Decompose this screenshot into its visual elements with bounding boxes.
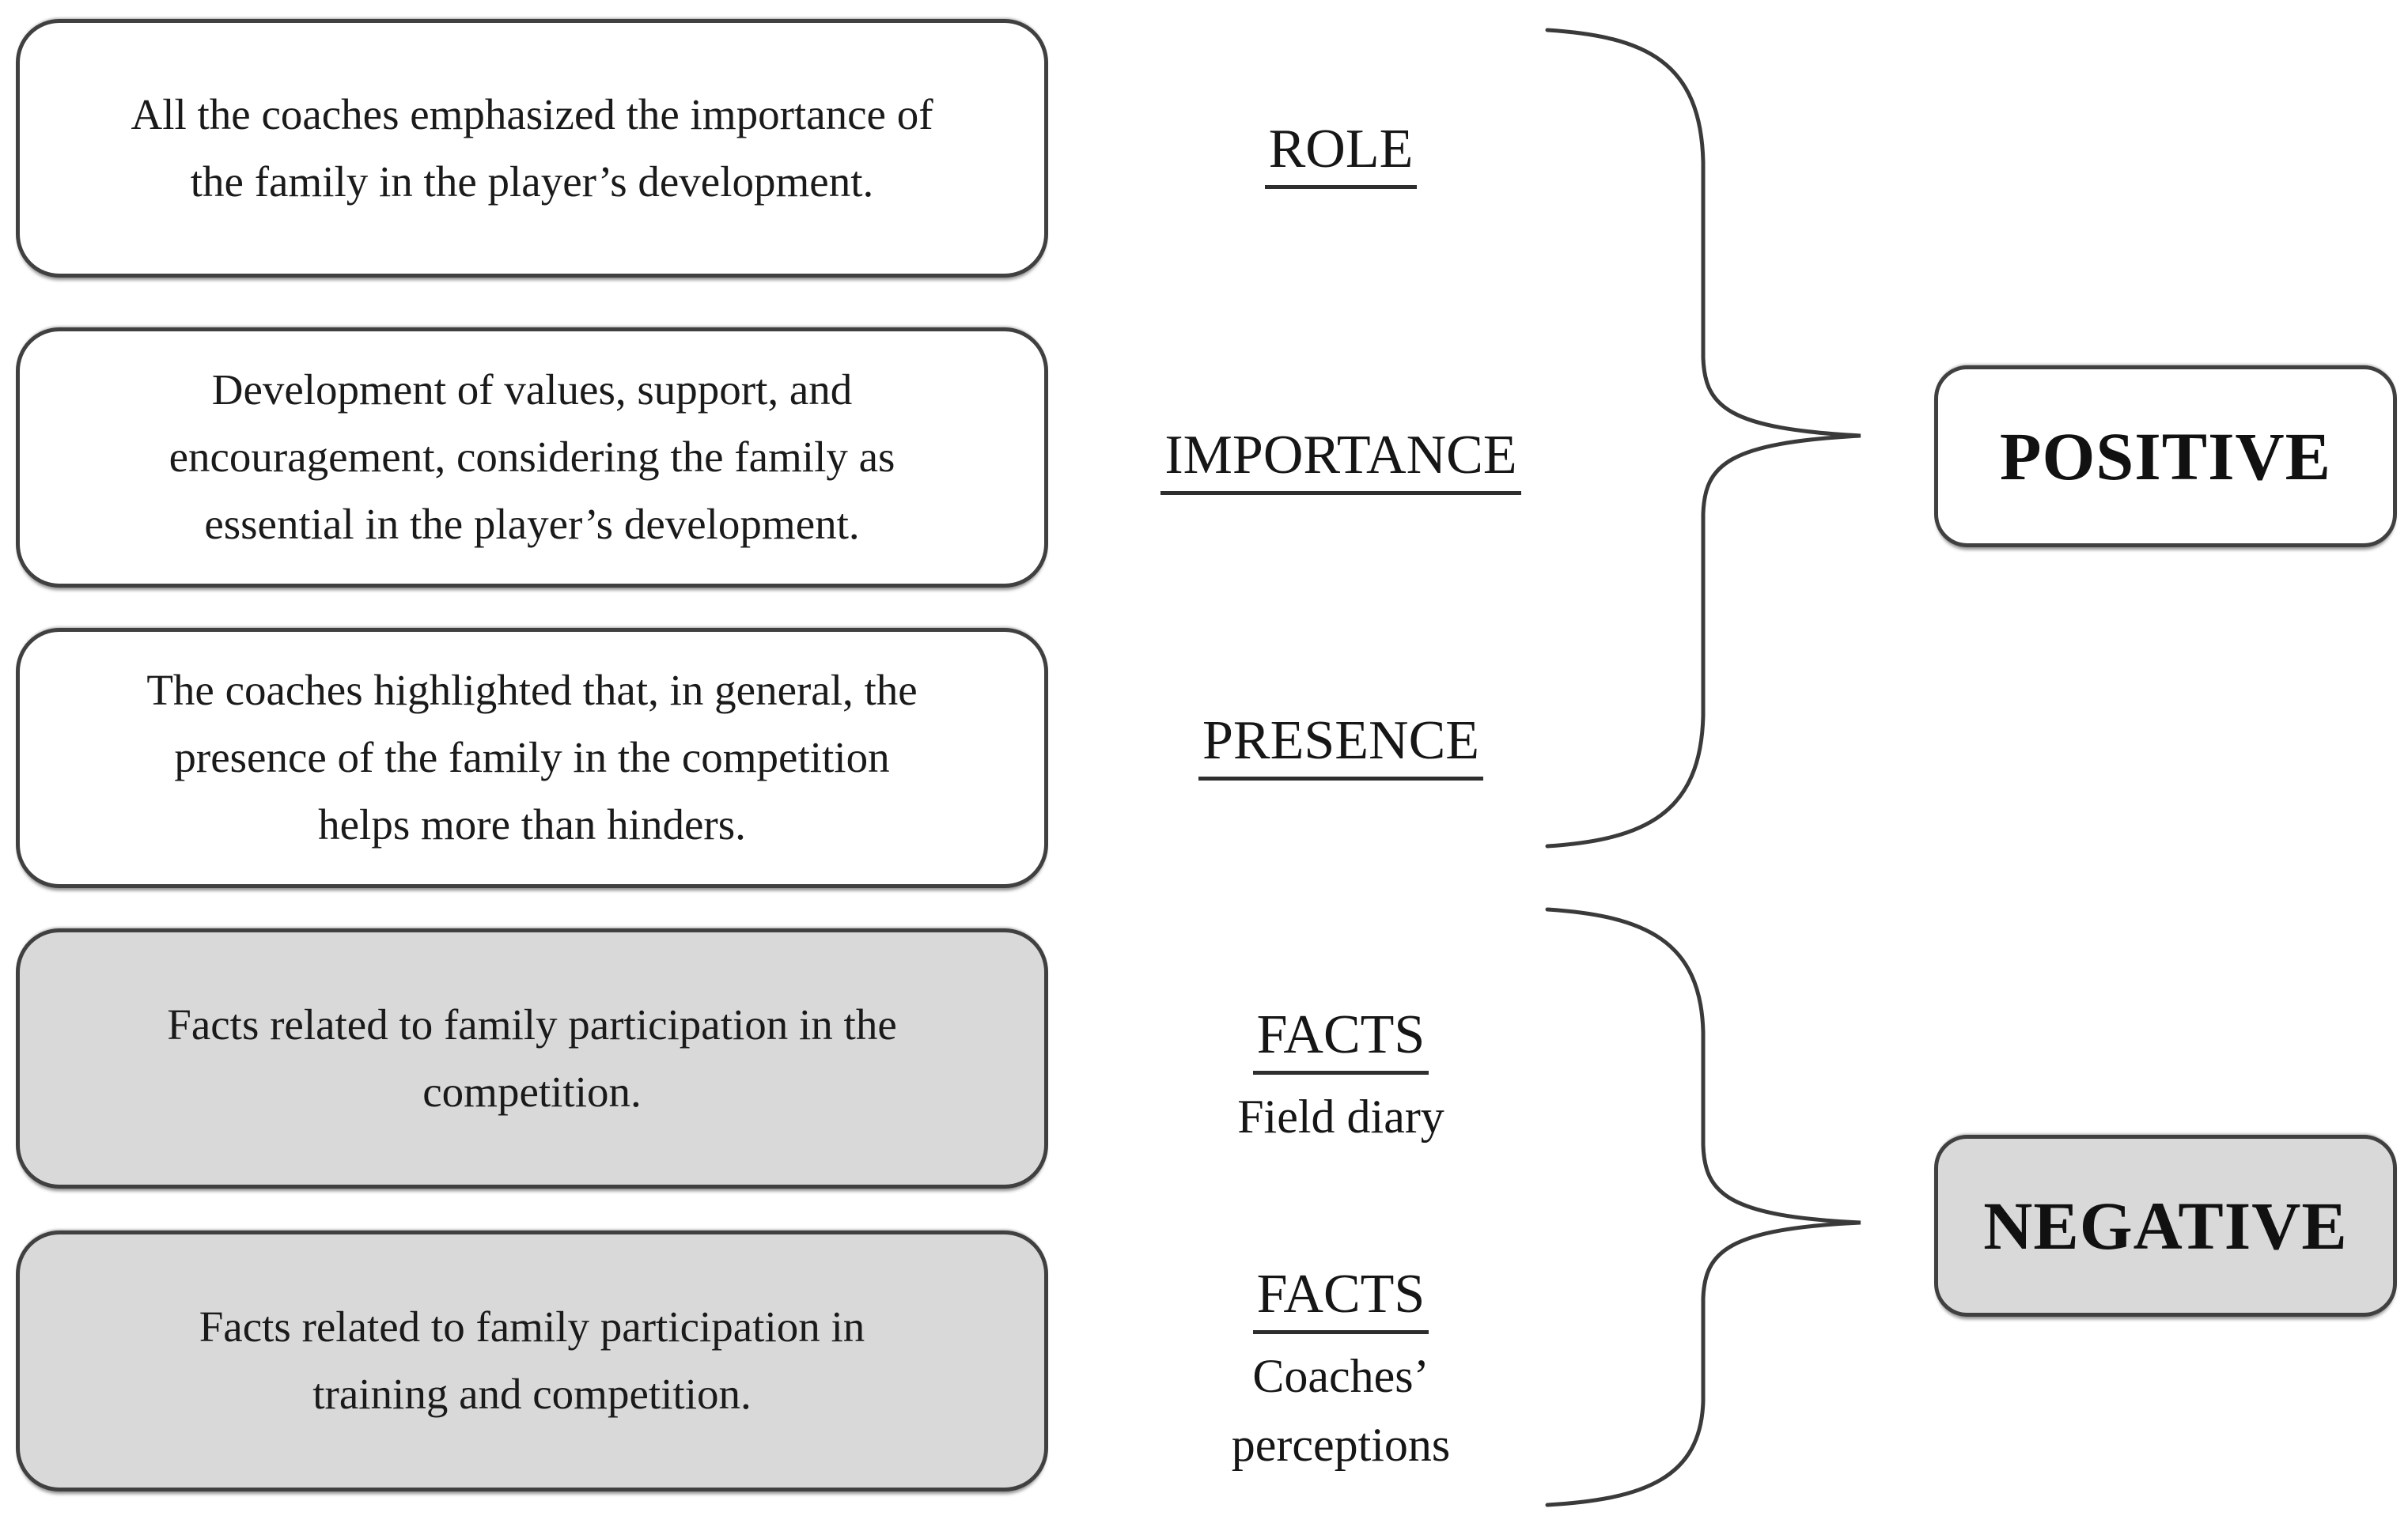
category-label-facts-field-diary: FACTS Field diary <box>1080 1001 1602 1151</box>
outcome-label: POSITIVE <box>1999 418 2332 494</box>
finding-box-role: All the coaches emphasized the importanc… <box>16 19 1048 278</box>
category-title: FACTS <box>1080 1001 1602 1075</box>
finding-box-text: the family in the player’s development. <box>190 157 874 206</box>
finding-box-importance: Development of values, support, and enco… <box>16 327 1048 588</box>
finding-box-presence: The coaches highlighted that, in general… <box>16 628 1048 888</box>
finding-box-text: essential in the player’s development. <box>204 499 860 548</box>
category-label-facts-coaches-perceptions: FACTS Coaches’ perceptions <box>1080 1261 1602 1480</box>
outcome-box-negative: NEGATIVE <box>1934 1135 2397 1317</box>
category-title: FACTS <box>1080 1261 1602 1334</box>
finding-box-text: encouragement, considering the family as <box>168 433 895 482</box>
category-subtitle: Coaches’ perceptions <box>1231 1350 1451 1471</box>
finding-box-text: All the coaches emphasized the importanc… <box>131 89 933 138</box>
finding-box-text: Development of values, support, and <box>211 365 853 414</box>
outcome-box-positive: POSITIVE <box>1934 365 2397 547</box>
outcome-label: NEGATIVE <box>1983 1188 2348 1264</box>
finding-box-facts-coaches-perceptions: Facts related to family participation in… <box>16 1231 1048 1491</box>
finding-box-text: competition. <box>422 1067 642 1116</box>
finding-box-text: helps more than hinders. <box>318 800 746 849</box>
finding-box-text: training and competition. <box>312 1370 752 1418</box>
category-title: PRESENCE <box>1080 707 1602 781</box>
finding-box-text: Facts related to family participation in <box>199 1302 865 1352</box>
category-title: IMPORTANCE <box>1080 422 1602 495</box>
finding-box-text: presence of the family in the competitio… <box>174 733 890 782</box>
finding-box-text: Facts related to family participation in… <box>167 1000 897 1049</box>
category-title: ROLE <box>1080 115 1602 189</box>
category-label-role: ROLE <box>1080 115 1602 189</box>
category-subtitle: Field diary <box>1237 1091 1444 1143</box>
finding-box-text: The coaches highlighted that, in general… <box>146 666 918 715</box>
category-label-presence: PRESENCE <box>1080 707 1602 781</box>
finding-box-facts-field-diary: Facts related to family participation in… <box>16 928 1048 1189</box>
category-label-importance: IMPORTANCE <box>1080 422 1602 495</box>
